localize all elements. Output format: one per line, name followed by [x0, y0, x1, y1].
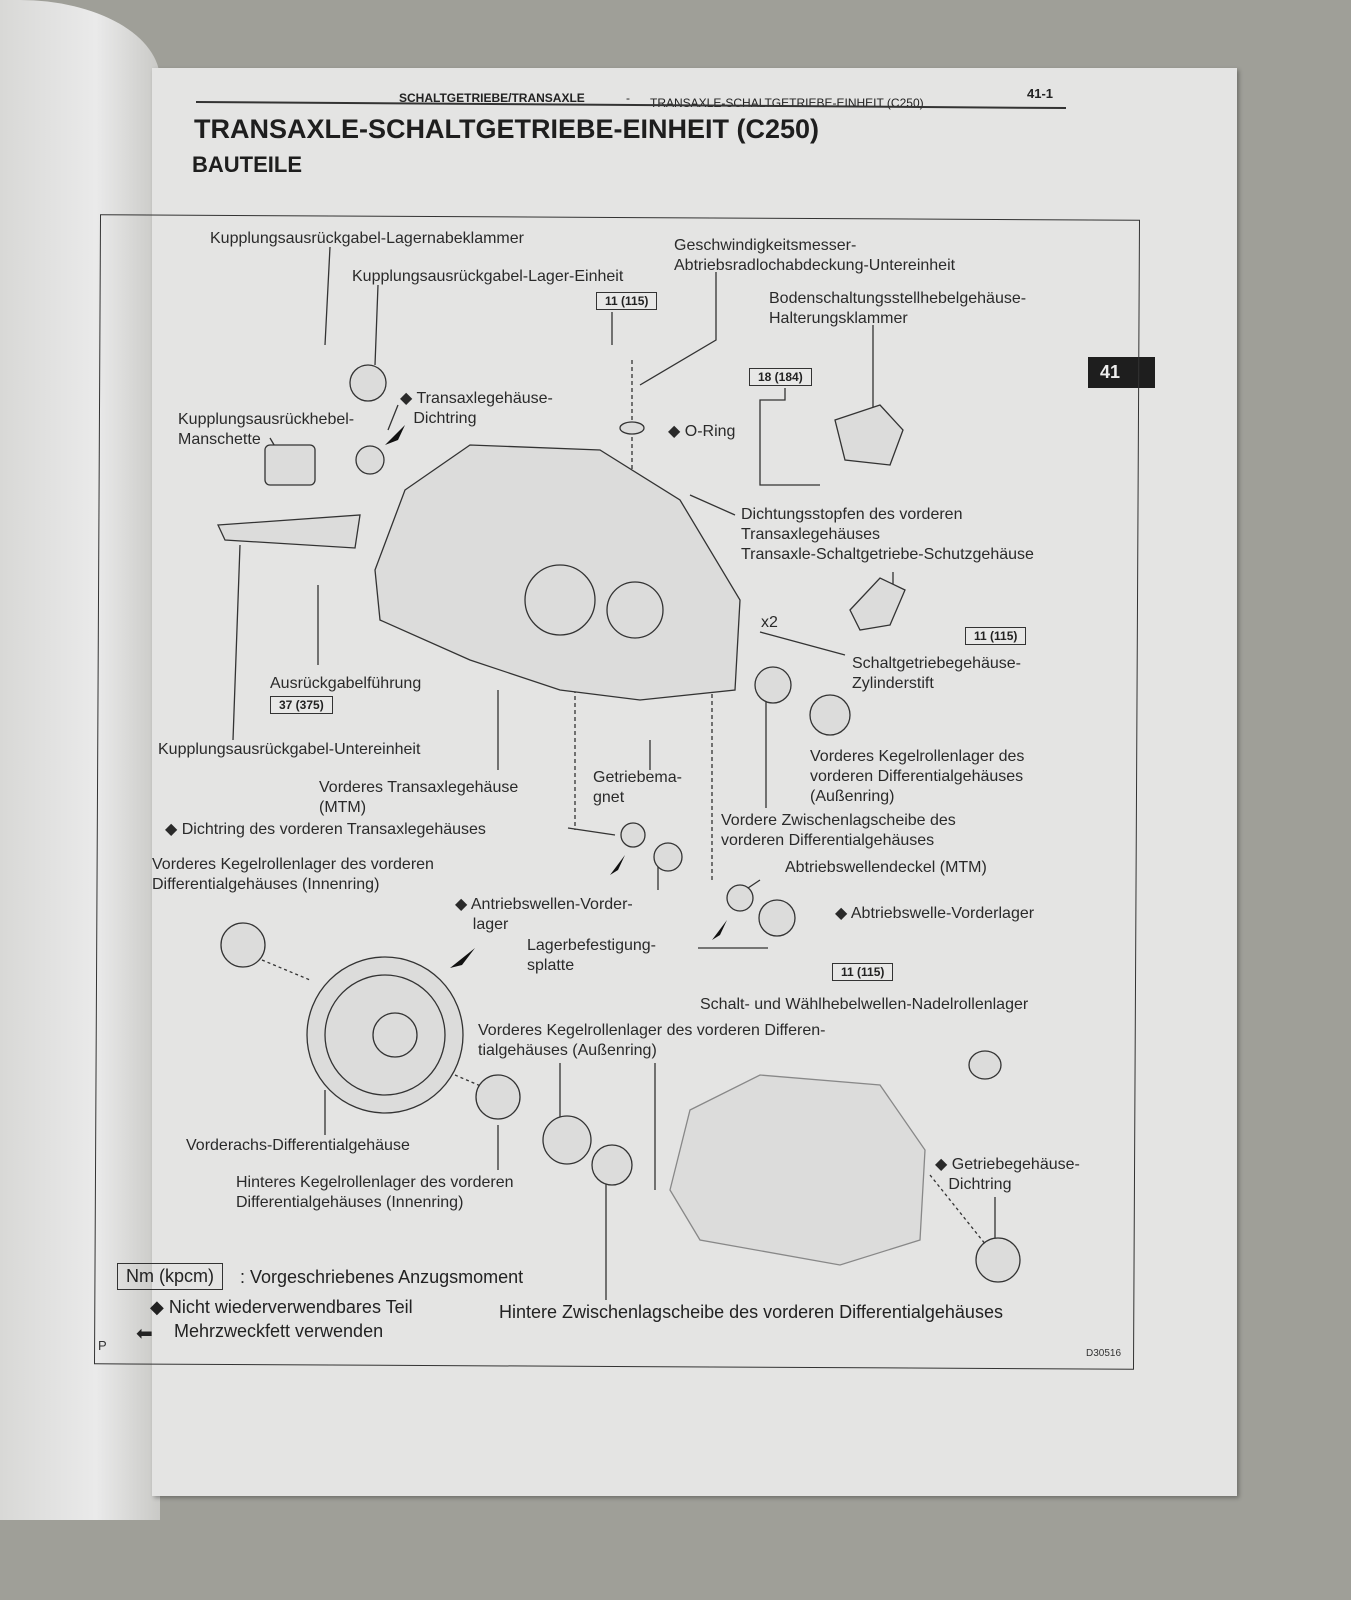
- label-case-protector: Transaxle-Schaltgetriebe-Schutzgehäuse: [741, 546, 1034, 563]
- label-differential-case: Vorderachs-Differentialgehäuse: [186, 1137, 410, 1154]
- legend-torque-key: Nm (kpcm): [117, 1263, 223, 1290]
- label-x2: x2: [761, 614, 778, 631]
- legend-non-reusable: ◆ Nicht wiederverwendbares Teil: [150, 1297, 413, 1317]
- differential-gear-drawing: [306, 956, 464, 1114]
- torque-fork-guide: 37 (375): [270, 696, 333, 714]
- label-release-bearing: Kupplungsausrückgabel-Lager-Einheit: [352, 268, 624, 285]
- label-front-bearing-outer: Vorderes Kegelrollenlager des vorderen D…: [810, 748, 1025, 805]
- label-front-bearing-inner: Vorderes Kegelrollenlager des vorderen D…: [152, 856, 434, 893]
- page-number: 41-1: [1027, 86, 1054, 101]
- torque-speedometer-bolt: 11 (115): [596, 292, 658, 310]
- label-case-plug: Dichtungsstopfen des vorderen Transaxleg…: [741, 506, 963, 543]
- small-parts: [217, 364, 1021, 1283]
- left-page: [0, 0, 160, 1520]
- label-transmission-case-seal: ◆ Getriebegehäuse- Dichtring: [935, 1156, 1080, 1193]
- chapter-tab: 41: [1088, 357, 1155, 388]
- label-case-oil-seal: ◆ Transaxlegehäuse- Dichtring: [400, 390, 553, 427]
- label-release-fork-guide: Ausrückgabelführung: [270, 675, 422, 692]
- label-output-shaft-cover: Abtriebswellendeckel (MTM): [785, 859, 987, 876]
- label-speedometer-cover: Geschwindigkeitsmesser- Abtriebsradlocha…: [674, 237, 956, 274]
- header-separator: -: [626, 91, 630, 105]
- grease-arrow-icon: ⬅: [136, 1323, 153, 1345]
- label-front-case: Vorderes Transaxlegehäuse (MTM): [319, 779, 519, 816]
- header-section: SCHALTGETRIEBE/TRANSAXLE: [399, 91, 585, 105]
- page-title: TRANSAXLE-SCHALTGETRIEBE-EINHEIT (C250): [194, 114, 820, 144]
- grease-arrows: [385, 425, 727, 968]
- label-o-ring: ◆ O-Ring: [668, 423, 736, 440]
- label-rear-shim: Hintere Zwischenlagscheibe des vorderen …: [499, 1302, 1003, 1322]
- legend-torque-text: : Vorgeschriebenes Anzugsmoment: [240, 1267, 524, 1287]
- label-release-lever-boot: Kupplungsausrückhebel- Manschette: [178, 411, 355, 448]
- label-dowel-pin: Schaltgetriebegehäuse- Zylinderstift: [852, 655, 1022, 692]
- manual-page: [152, 68, 1237, 1496]
- label-release-fork-hub-clip: Kupplungsausrückgabel-Lagernabeklammer: [210, 230, 524, 247]
- label-magnet: Getriebema- gnet: [593, 769, 682, 806]
- torque-bracket-bolts: 18 (184): [749, 368, 812, 386]
- label-needle-bearing: Schalt- und Wählhebelwellen-Nadelrollenl…: [700, 996, 1029, 1013]
- label-input-shaft-bearing: ◆ Antriebswellen-Vorder- lager: [455, 896, 633, 933]
- transaxle-case-drawing: [374, 444, 926, 1266]
- label-shift-lever-bracket: Bodenschaltungsstellhebelgehäuse- Halter…: [769, 290, 1027, 327]
- figure-code: D30516: [1086, 1348, 1122, 1359]
- label-retainer-plate: Lagerbefestigung- splatte: [527, 937, 656, 974]
- page-subtitle: BAUTEILE: [192, 152, 302, 177]
- label-front-shim: Vordere Zwischenlagscheibe des vorderen …: [721, 812, 956, 849]
- label-front-bearing-outer-2: Vorderes Kegelrollenlager des vorderen D…: [478, 1022, 826, 1059]
- label-case-seal: ◆ Dichtring des vorderen Transaxlegehäus…: [165, 821, 486, 838]
- label-output-shaft-bearing: ◆ Abtriebswelle-Vorderlager: [835, 905, 1035, 922]
- torque-retainer-bolt: 11 (115): [832, 963, 894, 981]
- legend-grease: Mehrzweckfett verwenden: [174, 1321, 384, 1341]
- corner-mark: P: [98, 1338, 107, 1353]
- torque-protector-bolt: 11 (115): [965, 627, 1027, 645]
- label-release-fork: Kupplungsausrückgabel-Untereinheit: [158, 741, 421, 758]
- label-rear-bearing-inner: Hinteres Kegelrollenlager des vorderen D…: [236, 1174, 514, 1211]
